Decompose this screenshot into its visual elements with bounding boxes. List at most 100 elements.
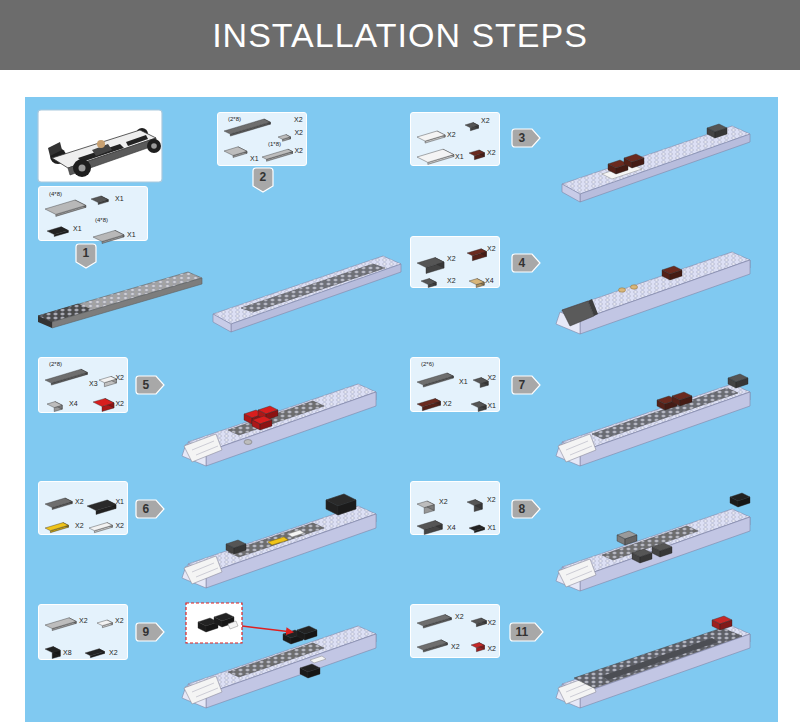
step-5-model — [182, 384, 376, 466]
illustration-part — [632, 549, 652, 563]
illustration-part — [224, 147, 247, 156]
part-count: X2 — [487, 645, 496, 652]
illustration-part — [631, 285, 638, 289]
illustration-part — [662, 266, 682, 280]
illustration-part — [562, 301, 594, 326]
illustration-part — [707, 124, 727, 138]
illustration-part — [79, 165, 86, 172]
part-icon — [417, 521, 442, 535]
step-6-model — [182, 494, 376, 588]
parts-box: (2*8)X3X2X4X2 — [38, 357, 128, 413]
parts-box: X2X1X2X2 — [38, 481, 128, 535]
illustration-part — [624, 154, 644, 168]
illustration-part — [228, 401, 324, 435]
part-icon — [45, 498, 72, 510]
part-count: X2 — [115, 400, 124, 407]
part-count: (1*8) — [268, 141, 281, 147]
part-count: X2 — [487, 619, 496, 626]
part-count: X2 — [447, 255, 456, 262]
step-number-badge: 9 — [136, 623, 164, 641]
part-count: X2 — [455, 613, 464, 620]
part-count: X2 — [487, 374, 496, 381]
illustration-part — [417, 521, 442, 530]
illustration-part — [242, 626, 292, 632]
illustration-part — [417, 373, 453, 385]
step-2-model — [213, 256, 401, 332]
step-number-badge: 2 — [253, 168, 273, 192]
part-icon — [417, 131, 445, 143]
step-number: 5 — [143, 379, 150, 391]
illustration-part — [38, 272, 202, 322]
part-icon — [469, 525, 484, 533]
illustration-part — [184, 676, 222, 704]
part-count: X8 — [63, 649, 72, 656]
illustration-part — [417, 149, 454, 162]
step-number-badge: 6 — [136, 500, 164, 518]
illustration-part — [469, 525, 484, 531]
illustration-part — [213, 256, 401, 332]
part-icon — [471, 402, 486, 412]
step-number-badge: 4 — [512, 254, 540, 272]
illustration-part — [417, 640, 447, 650]
part-count: X2 — [487, 149, 496, 156]
illustration-part — [241, 264, 385, 312]
parts-box: (4*8)X1X1(4*8)X1 — [38, 186, 148, 241]
illustration-part — [471, 618, 486, 624]
part-count: X2 — [487, 496, 496, 503]
illustration-part — [562, 252, 750, 328]
illustration-part — [87, 500, 116, 511]
illustration-part — [471, 402, 486, 408]
badge-outline — [253, 168, 273, 192]
illustration-part — [147, 139, 161, 153]
illustration-part — [592, 388, 738, 439]
part-icon — [91, 196, 108, 205]
illustration-part — [45, 618, 76, 629]
part-icon — [473, 378, 488, 388]
badge-outline — [136, 376, 164, 394]
step-number: 1 — [83, 247, 90, 259]
step-4-model — [556, 252, 750, 334]
illustration-part — [300, 664, 320, 678]
illustration-part — [465, 123, 478, 128]
step-number: 3 — [519, 132, 526, 144]
badge-outline — [510, 623, 543, 641]
illustration-part — [417, 399, 440, 407]
illustration-part — [47, 402, 62, 408]
illustration-part — [326, 494, 356, 515]
part-count: X1 — [127, 231, 136, 238]
part-icon — [262, 149, 293, 161]
illustration-part — [228, 523, 324, 557]
part-count: X1 — [115, 498, 124, 505]
illustration-part — [244, 440, 252, 445]
step-number: 7 — [519, 379, 526, 391]
illustration-part — [417, 258, 444, 268]
badge-outline — [136, 500, 164, 518]
step-number-badge: 7 — [512, 376, 540, 394]
illustration-part — [45, 369, 87, 383]
illustration-part — [574, 628, 742, 688]
step-number-badge: 3 — [512, 129, 540, 147]
illustration-part — [182, 514, 376, 588]
part-count: X1 — [73, 225, 82, 232]
illustration-part — [73, 159, 91, 177]
part-count: X4 — [69, 400, 78, 407]
part-icon — [471, 618, 486, 627]
parts-box: (2*6)X1X2X2X1 — [410, 357, 500, 412]
detail-inset — [186, 603, 292, 643]
illustration-part — [588, 299, 598, 316]
parts-box: X2X2X2X2 — [410, 604, 500, 658]
part-icon — [417, 615, 451, 629]
illustration-part — [558, 559, 596, 587]
part-count: X1 — [250, 155, 259, 162]
step-7-model — [556, 374, 750, 466]
parts-box: X2X2X1X2 — [410, 112, 500, 166]
illustration-part — [93, 398, 114, 406]
step-number: 11 — [516, 626, 529, 638]
illustration-part — [38, 316, 52, 328]
illustration-part — [241, 264, 385, 312]
part-count: X2 — [443, 400, 452, 407]
part-count: X3 — [89, 380, 98, 387]
badge-outline — [136, 623, 164, 641]
part-count: (2*8) — [228, 116, 241, 122]
